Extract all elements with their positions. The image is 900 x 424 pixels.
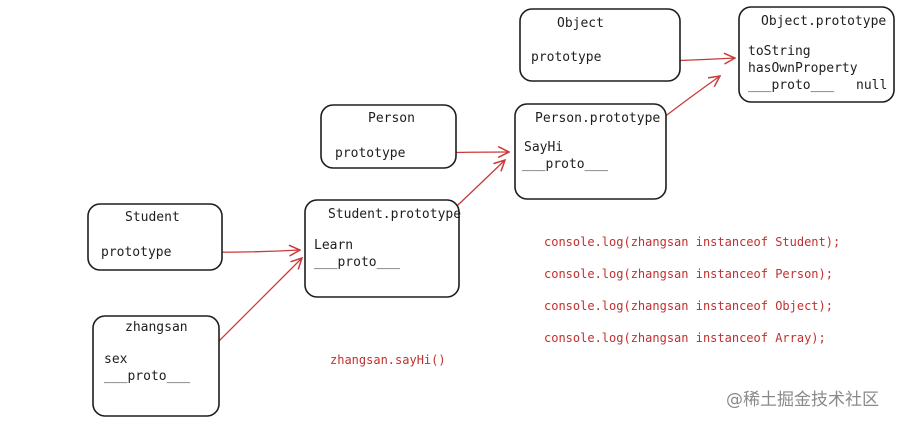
person-prototype-field: prototype xyxy=(335,146,406,161)
student-prototype-proto-field: ___proto___ xyxy=(314,255,400,270)
object-prototype-title: Object.prototype xyxy=(761,14,886,29)
hasownproperty-method: hasOwnProperty xyxy=(748,61,858,76)
object-prototype-proto-field: ___proto___ xyxy=(748,78,834,93)
watermark-text: @稀土掘金技术社区 xyxy=(726,390,879,410)
sayhi-method: SayHi xyxy=(524,140,563,155)
person-prototype-title: Person.prototype xyxy=(535,111,660,126)
console-statements: console.log(zhangsan instanceof Student)… xyxy=(544,235,840,345)
person-box: Person prototype xyxy=(320,104,457,169)
object-prototype-box: Object.prototype toString hasOwnProperty… xyxy=(738,6,895,103)
person-title: Person xyxy=(368,111,415,126)
person-prototype-proto-field: ___proto___ xyxy=(522,157,608,172)
console-line-array: console.log(zhangsan instanceof Array); xyxy=(544,331,826,345)
student-box: Student prototype xyxy=(87,203,223,271)
console-line-person: console.log(zhangsan instanceof Person); xyxy=(544,267,833,281)
student-title: Student xyxy=(125,210,180,225)
object-prototype-field: prototype xyxy=(531,50,602,65)
learn-method: Learn xyxy=(314,238,353,253)
person-prototype-box: Person.prototype SayHi ___proto___ xyxy=(514,103,667,200)
zhangsan-box: zhangsan sex ___proto___ xyxy=(92,315,220,417)
student-prototype-box: Student.prototype Learn ___proto___ xyxy=(304,199,461,298)
sayhi-call-text: zhangsan.sayHi() xyxy=(330,353,446,367)
object-title: Object xyxy=(557,16,604,31)
console-line-student: console.log(zhangsan instanceof Student)… xyxy=(544,235,840,249)
zhangsan-title: zhangsan xyxy=(125,320,188,335)
tostring-method: toString xyxy=(748,44,811,59)
student-prototype-title: Student.prototype xyxy=(328,207,461,222)
object-box: Object prototype xyxy=(519,8,681,82)
null-value: null xyxy=(856,78,887,93)
sex-field: sex xyxy=(104,352,128,367)
zhangsan-proto-field: ___proto___ xyxy=(104,369,190,384)
console-line-object: console.log(zhangsan instanceof Object); xyxy=(544,299,833,313)
student-prototype-field: prototype xyxy=(101,245,172,260)
